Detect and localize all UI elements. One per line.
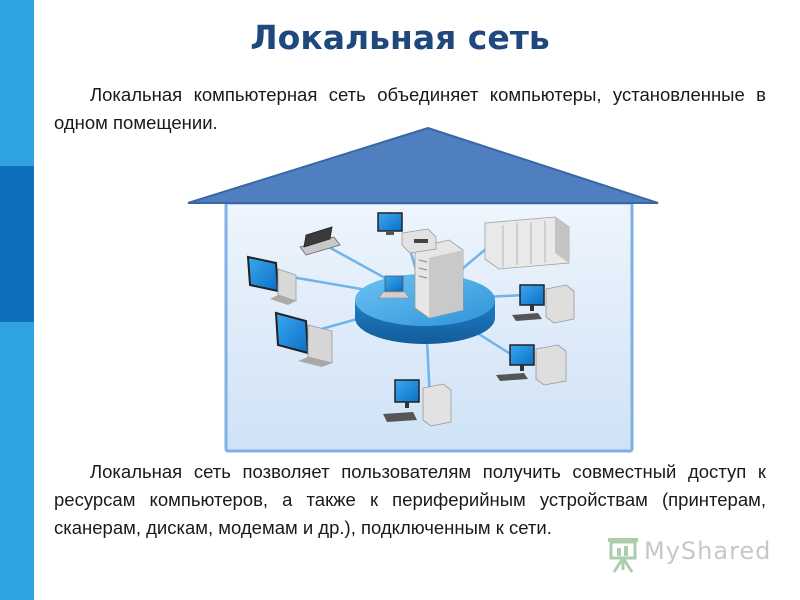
desktop-computer-icon xyxy=(496,344,567,386)
watermark-logo: MyShared xyxy=(606,534,770,574)
sidebar-segment-bottom xyxy=(0,322,34,600)
monitor-terminal-icon xyxy=(274,311,333,367)
left-sidebar-decoration xyxy=(0,0,34,600)
monitor-terminal-icon xyxy=(246,255,297,305)
desktop-computer-icon xyxy=(512,284,575,324)
server-rack-icon xyxy=(484,216,570,270)
hub-laptop-icon xyxy=(378,275,410,299)
details-paragraph: Локальная сеть позволяет пользователям п… xyxy=(54,461,766,538)
sidebar-segment-middle xyxy=(0,166,34,322)
hub-server-icon xyxy=(414,239,464,319)
projector-screen-icon xyxy=(608,538,638,573)
intro-paragraph: Локальная компьютерная сеть объединяет к… xyxy=(54,84,766,133)
printer-icon xyxy=(377,212,437,254)
local-network-diagram xyxy=(187,126,659,453)
house-roof xyxy=(187,126,659,204)
slide-title: Локальная сеть xyxy=(250,18,550,57)
switch-hub xyxy=(353,239,497,348)
watermark-text: MyShared xyxy=(644,537,772,565)
sidebar-segment-top xyxy=(0,0,34,166)
desktop-computer-icon xyxy=(383,379,452,427)
laptop-computer-icon xyxy=(299,226,341,256)
